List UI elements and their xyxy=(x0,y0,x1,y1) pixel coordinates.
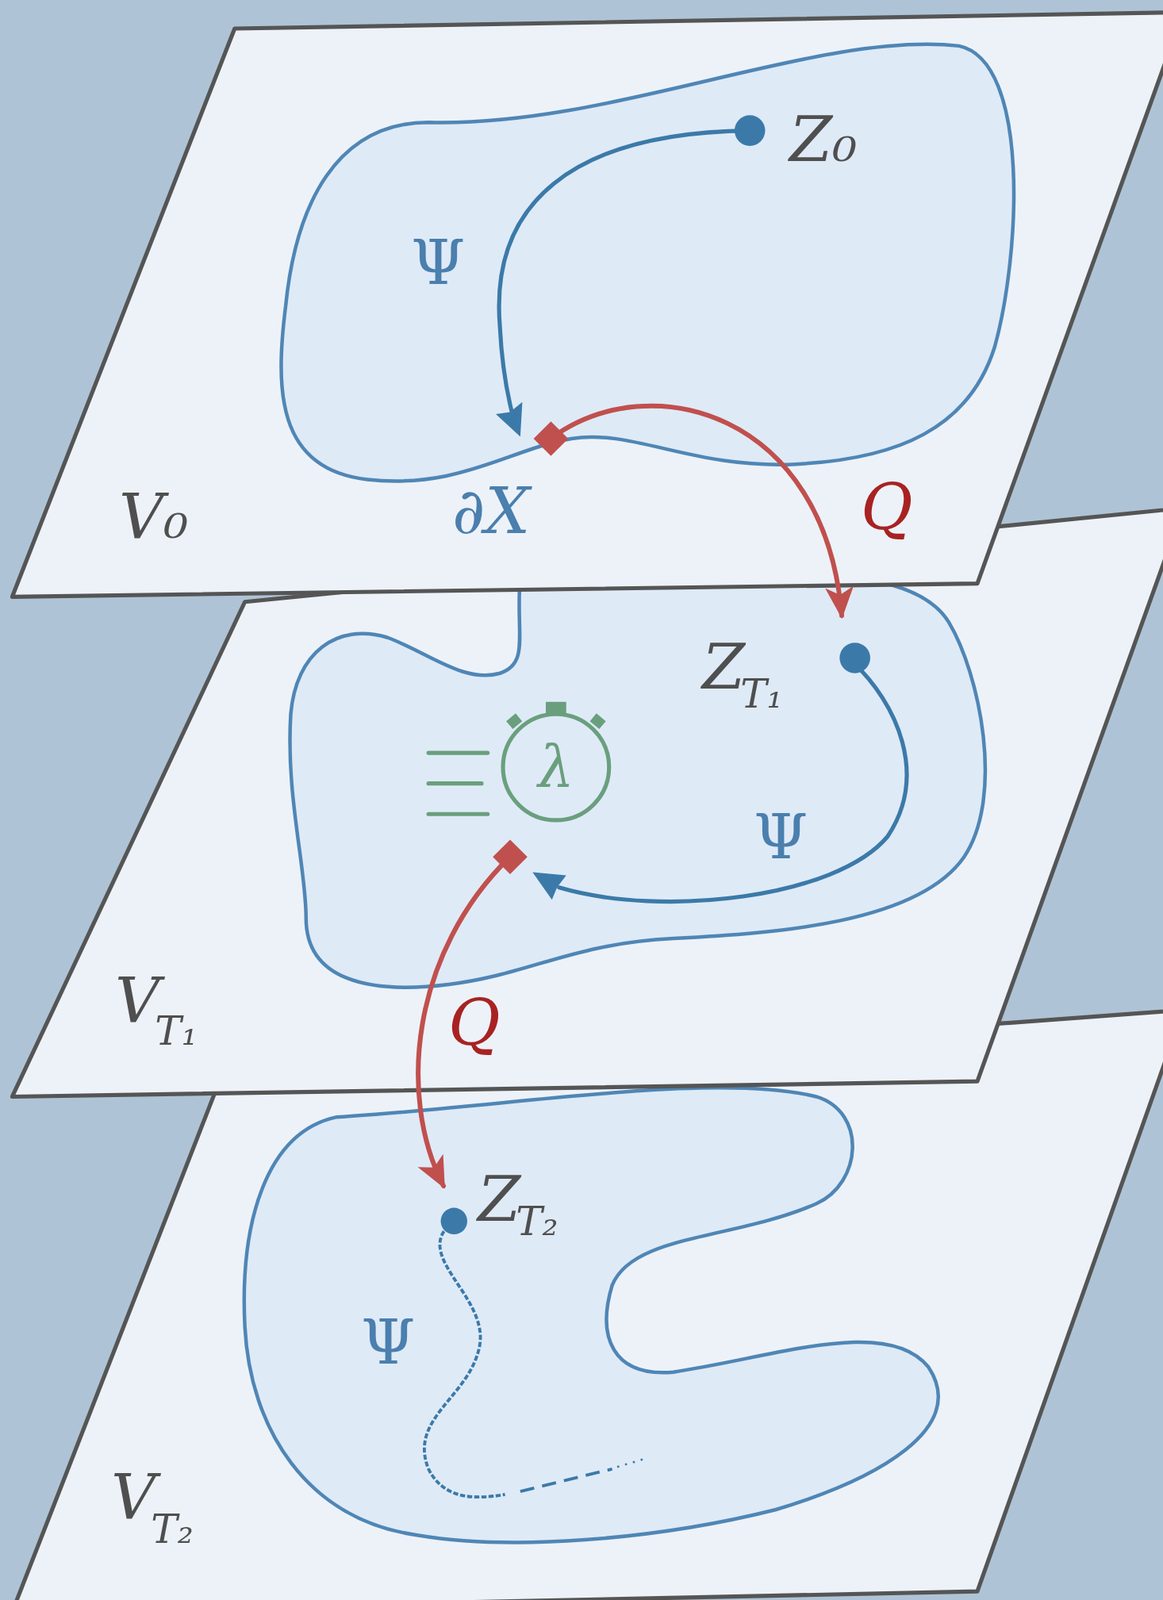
math-label: T₂ xyxy=(515,1201,558,1242)
clock-knob xyxy=(590,713,607,730)
plane-name: V xyxy=(111,1466,156,1528)
state-dot xyxy=(441,1208,468,1235)
region-blob xyxy=(280,44,1014,482)
plane-name: V₀ xyxy=(118,485,189,548)
flow-continuation xyxy=(520,1469,613,1492)
jump-point xyxy=(533,421,569,457)
state-plane: VT₂ xyxy=(11,1009,1163,1600)
math-label: ∂X xyxy=(452,479,530,544)
speed-lines xyxy=(428,752,488,814)
state-dot xyxy=(839,642,871,674)
flow-trajectory xyxy=(498,130,750,414)
math-label: Z₀ xyxy=(789,108,857,171)
clock-face xyxy=(502,713,610,821)
clock-crown xyxy=(545,702,567,714)
state-dot xyxy=(734,115,766,146)
flow-trajectory xyxy=(424,1220,506,1497)
math-label: Ψ xyxy=(410,231,465,294)
jump-label: Q xyxy=(448,991,501,1056)
flow-arrowhead xyxy=(495,402,523,438)
plane xyxy=(11,507,1163,1097)
region-blob xyxy=(289,574,985,988)
math-label: λ xyxy=(537,738,575,796)
clock-knob xyxy=(506,713,523,730)
region-blob xyxy=(244,1087,939,1543)
plane-subscript: T₂ xyxy=(150,1509,193,1550)
flow-arrowhead xyxy=(532,872,566,901)
math-label: T₁ xyxy=(740,674,783,714)
jump-point xyxy=(492,839,528,875)
plane-name: V xyxy=(115,969,160,1032)
plane-subscript: T₁ xyxy=(154,1011,197,1052)
state-plane: V₀ xyxy=(11,11,1163,597)
math-label: Ψ xyxy=(360,1311,415,1374)
math-label: Z xyxy=(702,636,745,699)
flow-continuation xyxy=(617,1458,645,1467)
math-label: Z xyxy=(477,1168,521,1231)
math-label: Ψ xyxy=(753,806,808,868)
plane xyxy=(11,1009,1163,1600)
plane xyxy=(11,11,1163,597)
jump-label: Q xyxy=(860,475,914,540)
